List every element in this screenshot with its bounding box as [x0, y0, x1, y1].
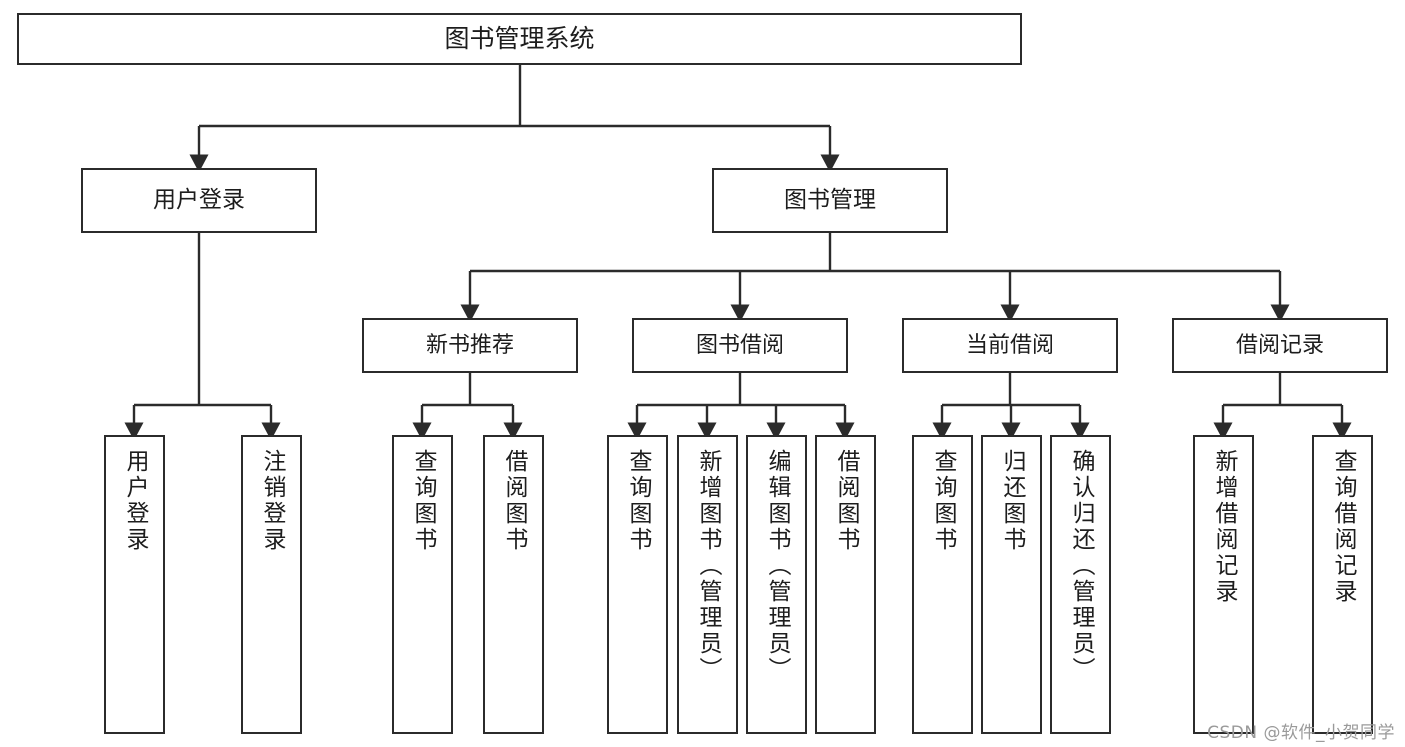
node-label: 新书推荐: [425, 332, 514, 358]
leaf-current-confirm-return-admin[interactable]: 确认归还（管理员）: [1050, 435, 1111, 734]
leaf-current-query-book[interactable]: 查询图书: [912, 435, 973, 734]
node-label: 用户登录: [122, 449, 148, 553]
node-label: 确认归还（管理员）: [1068, 449, 1094, 683]
node-label: 新增图书（管理员）: [695, 449, 721, 683]
leaf-borrow-borrow-book[interactable]: 借阅图书: [815, 435, 876, 734]
node-label: 用户登录: [153, 187, 245, 214]
leaf-recommend-borrow-book[interactable]: 借阅图书: [483, 435, 544, 734]
leaf-user-login-login[interactable]: 用户登录: [104, 435, 165, 734]
leaf-borrow-query-book[interactable]: 查询图书: [607, 435, 668, 734]
node-label: 借阅图书: [833, 449, 859, 553]
csdn-watermark: CSDN @软件_小贺同学: [1207, 723, 1395, 743]
node-label: 借阅记录: [1235, 332, 1324, 358]
node-label: 图书管理: [784, 187, 876, 214]
node-label: 查询图书: [625, 449, 651, 553]
leaf-record-query-record[interactable]: 查询借阅记录: [1312, 435, 1373, 734]
node-label: 图书管理系统: [444, 23, 595, 53]
leaf-borrow-add-book-admin[interactable]: 新增图书（管理员）: [677, 435, 738, 734]
node-borrow-record[interactable]: 借阅记录: [1172, 318, 1388, 373]
node-new-book-recommend[interactable]: 新书推荐: [362, 318, 578, 373]
leaf-recommend-query-book[interactable]: 查询图书: [392, 435, 453, 734]
node-label: 图书借阅: [695, 332, 784, 358]
node-root-system[interactable]: 图书管理系统: [17, 13, 1022, 65]
node-label: 查询借阅记录: [1330, 449, 1356, 605]
leaf-record-add-record[interactable]: 新增借阅记录: [1193, 435, 1254, 734]
node-label: 查询图书: [930, 449, 956, 553]
node-label: 编辑图书（管理员）: [764, 449, 790, 683]
node-label: 查询图书: [410, 449, 436, 553]
node-user-login[interactable]: 用户登录: [81, 168, 317, 233]
node-label: 当前借阅: [965, 332, 1054, 358]
node-book-borrow[interactable]: 图书借阅: [632, 318, 848, 373]
node-label: 借阅图书: [501, 449, 527, 553]
node-label: 新增借阅记录: [1211, 449, 1237, 605]
node-label: 注销登录: [259, 449, 285, 553]
node-book-management[interactable]: 图书管理: [712, 168, 948, 233]
leaf-borrow-edit-book-admin[interactable]: 编辑图书（管理员）: [746, 435, 807, 734]
node-current-borrow[interactable]: 当前借阅: [902, 318, 1118, 373]
node-label: 归还图书: [999, 449, 1025, 553]
leaf-user-login-logout[interactable]: 注销登录: [241, 435, 302, 734]
leaf-current-return-book[interactable]: 归还图书: [981, 435, 1042, 734]
